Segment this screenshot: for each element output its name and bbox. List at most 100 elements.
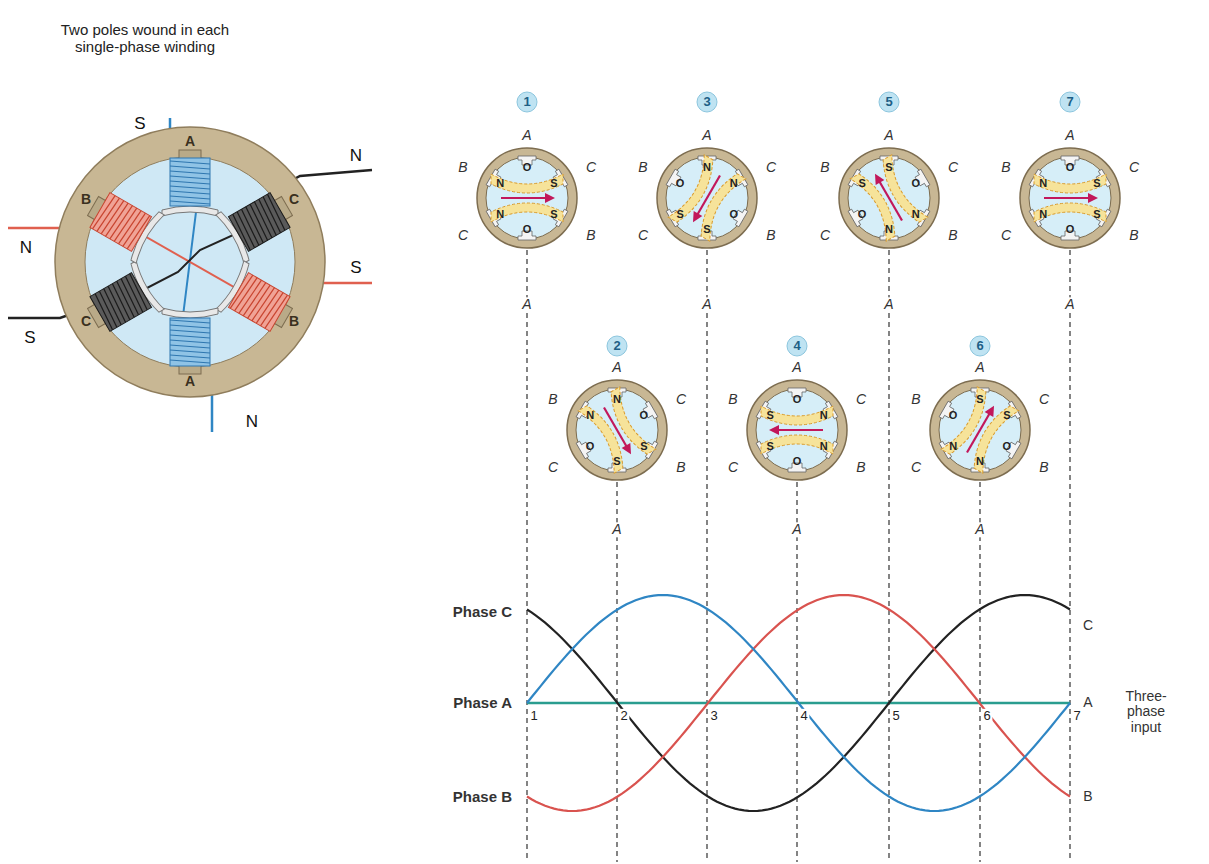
stator-bore bbox=[848, 157, 930, 239]
field-arrow bbox=[879, 181, 902, 221]
field-arrowhead bbox=[985, 403, 999, 417]
stator-ring bbox=[567, 380, 667, 480]
flux-path bbox=[1034, 203, 1106, 222]
stator-ring bbox=[477, 148, 577, 248]
field-arrowhead bbox=[871, 171, 885, 185]
phase-letter: B bbox=[766, 228, 775, 243]
axis-number: 2 bbox=[618, 709, 629, 723]
callout-bubble bbox=[607, 336, 627, 356]
pole-polarity: O bbox=[523, 161, 532, 173]
stator-bore bbox=[666, 157, 748, 239]
phase-letter: B bbox=[728, 392, 737, 407]
flux-field bbox=[1034, 174, 1106, 222]
callout-number: 2 bbox=[613, 339, 620, 353]
pole-polarity: S bbox=[858, 176, 865, 188]
stator-bore bbox=[1029, 157, 1111, 239]
stator-pole bbox=[79, 261, 164, 342]
coil-turn bbox=[97, 197, 120, 233]
pole-polarity: O bbox=[523, 223, 532, 235]
phase-letter: B bbox=[81, 192, 91, 207]
coil-turn bbox=[170, 360, 210, 363]
pole-polarity: N bbox=[496, 207, 504, 219]
phase-letter: A bbox=[612, 360, 621, 375]
pole-polarity: S bbox=[134, 115, 145, 134]
pole-polarity: O bbox=[730, 207, 739, 219]
axis-number: 4 bbox=[798, 709, 809, 723]
pole-polarity: N bbox=[20, 239, 32, 258]
phase-letter: B bbox=[1129, 228, 1138, 243]
phase-label: A bbox=[1083, 695, 1092, 710]
stator-ring bbox=[657, 148, 757, 248]
phase-letter: C bbox=[856, 392, 866, 407]
coil-turn bbox=[265, 294, 288, 330]
phase-letter: B bbox=[856, 460, 865, 475]
flux-path bbox=[875, 155, 927, 227]
pole-polarity: N bbox=[1039, 176, 1047, 188]
pole-polarity: N bbox=[949, 439, 957, 451]
callout-number: 6 bbox=[976, 339, 983, 353]
coil-turn bbox=[127, 214, 150, 250]
phase-c-wave bbox=[527, 595, 1070, 811]
phase-label: Phase A bbox=[453, 695, 512, 712]
timing-line bbox=[888, 250, 889, 862]
pole-polarity: S bbox=[766, 439, 773, 451]
phase-letter: A bbox=[882, 297, 895, 312]
pole-polarity: O bbox=[793, 455, 802, 467]
phase-label: Phase C bbox=[453, 604, 512, 621]
phase-letter: A bbox=[1063, 297, 1076, 312]
callout-bubble bbox=[787, 336, 807, 356]
callout-number: 1 bbox=[523, 95, 530, 109]
winding-note: Two poles wound in each single-phase win… bbox=[50, 22, 240, 55]
pole-polarity: N bbox=[820, 439, 828, 451]
pole-polarity: N bbox=[1039, 207, 1047, 219]
field-arrow bbox=[604, 407, 627, 447]
pole-polarity: O bbox=[858, 207, 867, 219]
axis-number: 6 bbox=[981, 709, 992, 723]
stator-ring bbox=[930, 380, 1030, 480]
coil-turn bbox=[170, 196, 210, 199]
coil bbox=[228, 273, 290, 332]
phase-letter: A bbox=[520, 297, 533, 312]
pole-polarity: N bbox=[820, 408, 828, 420]
axis-number: 5 bbox=[890, 709, 901, 723]
coil-turn bbox=[170, 171, 210, 174]
phase-letter: C bbox=[548, 460, 558, 475]
phase-letter: A bbox=[790, 522, 803, 537]
pole-polarity: S bbox=[550, 207, 557, 219]
pole-polarity: S bbox=[613, 455, 620, 467]
pole-polarity: S bbox=[640, 439, 647, 451]
stator-ring bbox=[55, 127, 325, 397]
phase-letter: C bbox=[676, 392, 686, 407]
phase-letter: B bbox=[548, 392, 557, 407]
coil-turn bbox=[170, 320, 210, 323]
pole-shoe bbox=[162, 206, 218, 216]
stator-bore bbox=[576, 389, 658, 471]
coil-turn bbox=[101, 199, 124, 235]
flux-path bbox=[966, 401, 1018, 473]
phase-letter: A bbox=[1065, 128, 1074, 143]
field-arrowhead bbox=[1088, 193, 1098, 203]
flux-field bbox=[668, 155, 746, 241]
stator-bore bbox=[486, 157, 568, 239]
phase-letter: B bbox=[676, 460, 685, 475]
phase-letter: C bbox=[638, 228, 648, 243]
phase-letter: B bbox=[289, 314, 299, 329]
stator-pole bbox=[216, 182, 301, 263]
coil-turn bbox=[106, 202, 129, 238]
stator-pole bbox=[162, 150, 218, 216]
pole-polarity: N bbox=[703, 161, 711, 173]
coil-turn bbox=[119, 209, 142, 245]
pole-polarity: O bbox=[793, 393, 802, 405]
pole-polarity: N bbox=[246, 413, 258, 432]
coil-turn bbox=[170, 340, 210, 343]
callout-number: 7 bbox=[1066, 95, 1073, 109]
coil-turn bbox=[235, 276, 258, 312]
coil bbox=[170, 318, 210, 366]
stator-bore bbox=[756, 389, 838, 471]
coil-turn bbox=[230, 274, 253, 310]
timing-line bbox=[706, 250, 707, 862]
phase-letter: C bbox=[948, 160, 958, 175]
phase-letter: C bbox=[1001, 228, 1011, 243]
flux-field bbox=[578, 387, 656, 473]
